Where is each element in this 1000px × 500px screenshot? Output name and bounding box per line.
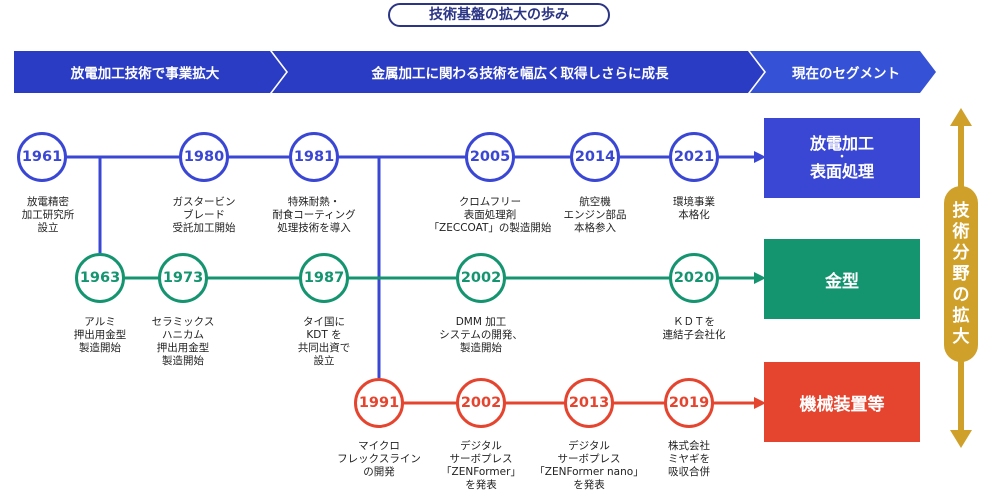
phase-arrow-1 bbox=[14, 51, 286, 93]
phase-label-3: 現在のセグメント bbox=[792, 66, 900, 82]
side-label-expansion: 技術分野の拡大 bbox=[944, 190, 978, 358]
milestone-caption: DMM 加工 システムの開発、 製造開始 bbox=[439, 316, 523, 354]
milestone-caption: 特殊耐熱・ 耐食コーティング 処理技術を導入 bbox=[272, 196, 356, 234]
segment-box-mold: 金型 bbox=[764, 239, 920, 319]
green-track-arrowhead bbox=[754, 272, 766, 284]
phase-label-1: 放電加工技術で事業拡大 bbox=[70, 66, 220, 82]
milestone-caption: セラミックス ハニカム 押出用金型 製造開始 bbox=[151, 316, 215, 367]
phase-banner bbox=[14, 51, 936, 93]
milestone-caption: マイクロ フレックスライン の開発 bbox=[337, 440, 421, 478]
phase-label-2: 金属加工に関わる技術を幅広く取得しさらに成長 bbox=[371, 66, 669, 82]
segment-box-machinery: 機械装置等 bbox=[764, 362, 920, 442]
milestone-caption: 航空機 エンジン部品 本格参入 bbox=[563, 196, 627, 234]
segment-box-edm-surface: 放電加工 ・ 表面処理 bbox=[764, 118, 920, 198]
milestone-node: 2013 bbox=[564, 378, 614, 428]
milestone-node: 1961 bbox=[17, 132, 67, 182]
side-label-text: 技術分野の拡大 bbox=[952, 200, 970, 347]
milestone-node: 1963 bbox=[75, 253, 125, 303]
side-label-pill bbox=[944, 186, 978, 362]
side-arrow-head-up bbox=[950, 108, 972, 126]
diagram-title: 技術基盤の拡大の歩み bbox=[388, 3, 610, 27]
milestone-node: 1987 bbox=[299, 253, 349, 303]
milestone-caption: 株式会社 ミヤギを 吸収合併 bbox=[668, 440, 710, 478]
milestone-node: 1981 bbox=[289, 132, 339, 182]
segment-label-line1: 放電加工 bbox=[809, 134, 874, 153]
milestone-node: 1973 bbox=[158, 253, 208, 303]
side-arrow-head-down bbox=[950, 430, 972, 448]
red-track-arrowhead bbox=[754, 397, 766, 409]
milestone-caption: 環境事業 本格化 bbox=[673, 196, 715, 221]
segment-label-dot: ・ bbox=[837, 152, 847, 163]
milestone-caption: ガスタービン ブレード 受託加工開始 bbox=[172, 196, 236, 234]
segment-label-line2: 表面処理 bbox=[809, 162, 874, 181]
milestone-caption: デジタル サーボプレス 「ZENFormer」 を発表 bbox=[441, 440, 521, 491]
milestone-node: 1980 bbox=[179, 132, 229, 182]
blue-track-arrowhead bbox=[754, 151, 766, 163]
phase-arrow-2 bbox=[272, 51, 764, 93]
milestone-caption: 放電精密 加工研究所 設立 bbox=[21, 196, 75, 234]
milestone-node: 2014 bbox=[570, 132, 620, 182]
milestone-caption: タイ国に KDT を 共同出資で 設立 bbox=[297, 316, 351, 367]
milestone-node: 2002 bbox=[456, 378, 506, 428]
milestone-caption: ＫＤＴを 連結子会社化 bbox=[662, 316, 726, 341]
phase-arrow-3 bbox=[750, 51, 936, 93]
milestone-caption: アルミ 押出用金型 製造開始 bbox=[73, 316, 127, 354]
milestone-caption: デジタル サーボプレス 「ZENFormer nano」 を発表 bbox=[534, 440, 644, 491]
milestone-node: 2002 bbox=[456, 253, 506, 303]
milestone-node: 2020 bbox=[669, 253, 719, 303]
milestone-node: 2019 bbox=[664, 378, 714, 428]
milestone-caption: クロムフリー 表面処理剤 「ZECCOAT」の製造開始 bbox=[428, 196, 552, 234]
milestone-node: 1991 bbox=[354, 378, 404, 428]
milestone-node: 2021 bbox=[669, 132, 719, 182]
milestone-node: 2005 bbox=[465, 132, 515, 182]
